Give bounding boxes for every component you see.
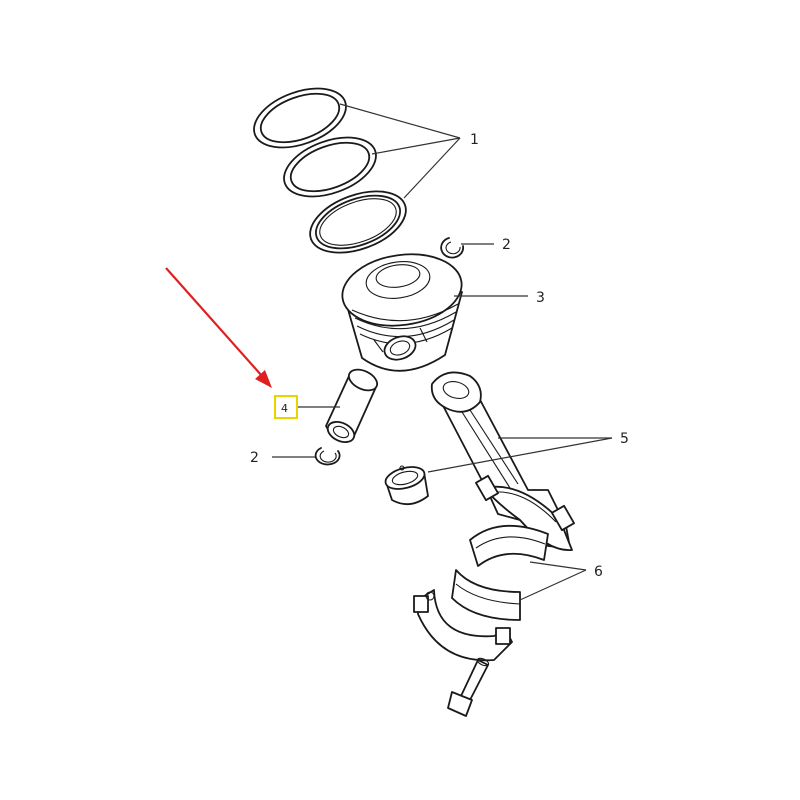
callout-4: 4: [281, 402, 288, 415]
bearing-cap: [413, 589, 513, 662]
callout-3: 3: [536, 290, 545, 306]
highlight-box: [274, 395, 298, 419]
bearing-shell-lower: [451, 569, 521, 621]
piston: [341, 253, 463, 372]
callout-2-lower: 2: [250, 450, 259, 466]
callout-5: 5: [620, 431, 629, 447]
piston-pin: [325, 368, 379, 443]
red-arrow: [165, 267, 272, 388]
circlip-upper: [440, 237, 465, 259]
piston-rings: [253, 87, 407, 254]
piston-ring-middle: [283, 136, 377, 198]
callout-2-upper: 2: [502, 237, 511, 253]
bearing-shell-upper: [469, 524, 549, 567]
cap-bolt: [447, 657, 490, 717]
small-end-bushing: [384, 465, 429, 506]
connecting-rod: [430, 371, 575, 551]
callout-1: 1: [470, 132, 479, 148]
leader-lines: [272, 103, 613, 601]
highlighted-callout-4: 4: [274, 395, 298, 419]
circlip-lower: [314, 447, 341, 466]
callout-6: 6: [594, 564, 603, 580]
piston-ring-top: [253, 87, 347, 149]
piston-ring-oil: [309, 190, 407, 254]
